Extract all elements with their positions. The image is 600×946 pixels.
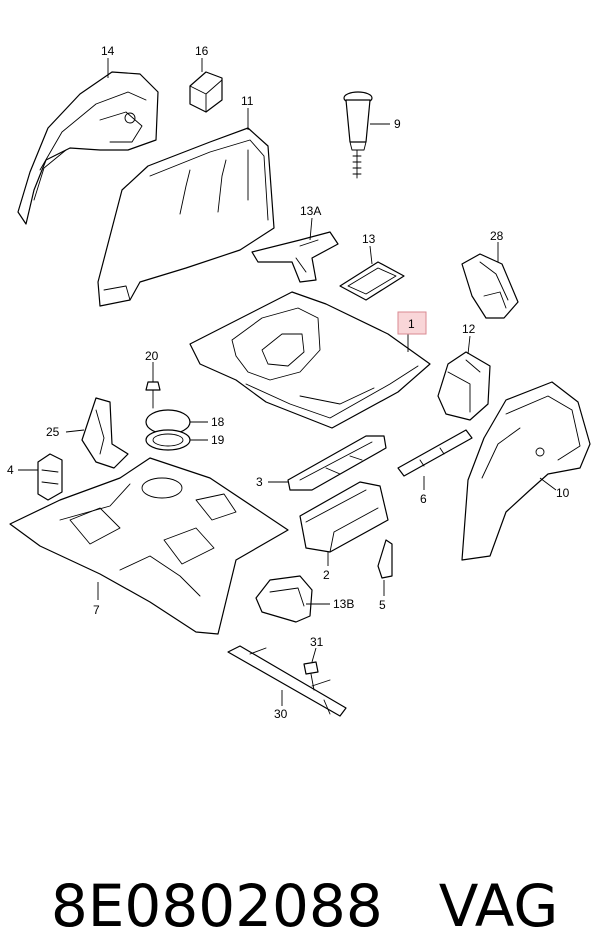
callout-13: 13 bbox=[362, 232, 376, 246]
callout-31: 31 bbox=[310, 635, 324, 649]
callout-28: 28 bbox=[490, 229, 504, 243]
callout-13b: 13B bbox=[333, 597, 354, 611]
callout-19: 19 bbox=[211, 433, 225, 447]
callout-1: 1 bbox=[408, 317, 415, 331]
part-28-bracket bbox=[461, 253, 519, 319]
callout-12: 12 bbox=[462, 322, 476, 336]
callout-5: 5 bbox=[379, 598, 386, 612]
callout-2: 2 bbox=[323, 568, 330, 582]
vendor-name: VAG bbox=[438, 872, 559, 940]
callout-6: 6 bbox=[420, 492, 427, 506]
callout-10: 10 bbox=[556, 486, 570, 500]
callout-16: 16 bbox=[195, 44, 209, 58]
highlight-box bbox=[397, 311, 427, 335]
leader-lines bbox=[18, 58, 557, 706]
callout-9: 9 bbox=[394, 117, 401, 131]
part-9-spare-wheel-bolt bbox=[343, 91, 373, 179]
callout-14: 14 bbox=[101, 44, 115, 58]
callout-30: 30 bbox=[274, 707, 288, 721]
part-19-sealing-ring bbox=[145, 429, 191, 451]
part-3-cross-member bbox=[287, 435, 387, 491]
part-13b-mounting-bracket bbox=[255, 575, 313, 623]
callout-4: 4 bbox=[7, 463, 14, 477]
part-6-stiffener bbox=[397, 429, 473, 477]
callout-13a: 13A bbox=[300, 204, 321, 218]
callout-25: 25 bbox=[46, 425, 60, 439]
part-14-wheel-arch-left bbox=[17, 71, 159, 225]
callout-11: 11 bbox=[241, 94, 254, 108]
part-25-bracket bbox=[81, 397, 129, 469]
part-30-rail bbox=[227, 645, 347, 717]
exploded-parts-diagram: 14 16 11 9 13A 13 28 1 12 20 25 18 19 4 … bbox=[7, 44, 591, 721]
part-number-footer: 8E0802088 VAG bbox=[14, 786, 594, 940]
part-20-screw bbox=[145, 381, 161, 409]
callout-20: 20 bbox=[145, 349, 159, 363]
part-2-side-member bbox=[299, 481, 389, 553]
callout-7: 7 bbox=[93, 603, 100, 617]
part-13a-tripod-bracket bbox=[251, 231, 339, 283]
part-31-bolt bbox=[303, 661, 319, 691]
part-7-floor-pan bbox=[9, 457, 289, 635]
part-10-wheel-arch-right bbox=[461, 381, 591, 561]
callouts: 14 16 11 9 13A 13 28 1 12 20 25 18 19 4 … bbox=[7, 44, 570, 721]
part-12-reinforcement bbox=[437, 351, 491, 421]
part-5-angle-bracket bbox=[377, 539, 393, 579]
part-11-rear-panel bbox=[97, 127, 275, 307]
part-16-clip bbox=[189, 71, 223, 113]
part-13-cover-plate bbox=[339, 261, 405, 301]
part-1-spare-wheel-well bbox=[189, 291, 431, 429]
part-number: 8E0802088 bbox=[50, 872, 383, 940]
part-4-small-bracket bbox=[37, 453, 63, 501]
callout-3: 3 bbox=[256, 475, 263, 489]
callout-18: 18 bbox=[211, 415, 225, 429]
